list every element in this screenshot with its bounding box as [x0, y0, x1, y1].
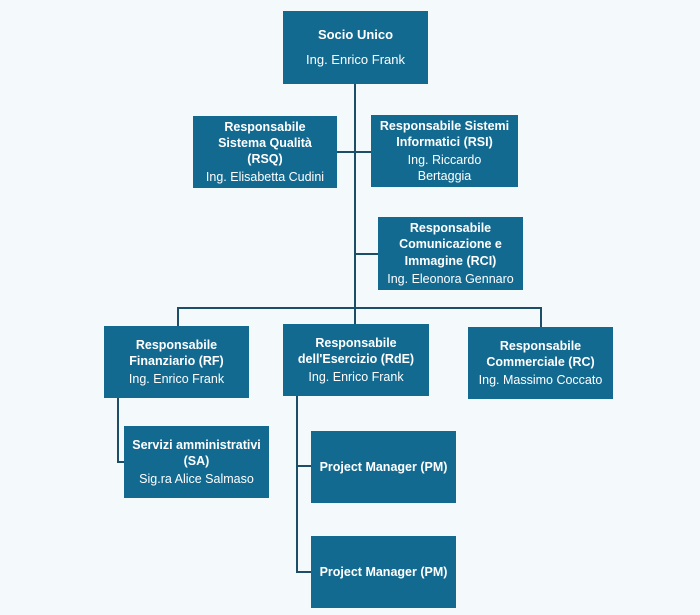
- rci-connector: [355, 253, 378, 255]
- level2-bus-line: [177, 307, 541, 309]
- box-name: Ing. Enrico Frank: [306, 51, 405, 67]
- rf-drop-line: [177, 307, 179, 326]
- sa-box: Servizi amministrativi (SA) Sig.ra Alice…: [124, 426, 269, 498]
- rf-sa-vertical-line: [117, 398, 119, 462]
- rde-pm-vertical-line: [296, 396, 298, 573]
- rf-box: Responsabile Finanziario (RF) Ing. Enric…: [104, 326, 249, 398]
- socio-unico-box: Socio Unico Ing. Enrico Frank: [283, 11, 428, 84]
- box-role: Socio Unico: [317, 26, 394, 42]
- rsq-rsi-connector: [337, 151, 371, 153]
- trunk-line: [354, 84, 356, 308]
- pm1-connector: [296, 465, 311, 467]
- rsi-box: Responsabile Sistemi Informatici (RSI) I…: [371, 115, 518, 187]
- pm1-box: Project Manager (PM): [311, 431, 456, 503]
- rsq-box: Responsabile Sistema Qualità (RSQ) Ing. …: [193, 116, 337, 188]
- box-name: Ing. Elisabetta Cudini: [205, 170, 325, 185]
- rde-drop-line: [354, 307, 356, 324]
- box-role: Servizi amministrativi (SA): [132, 437, 261, 468]
- rde-box: Responsabile dell'Esercizio (RdE) Ing. E…: [283, 324, 429, 396]
- box-name: Sig.ra Alice Salmaso: [139, 472, 254, 487]
- pm2-box: Project Manager (PM): [311, 536, 456, 608]
- box-name: Ing. Riccardo Bertaggia: [407, 153, 482, 184]
- box-role: Responsabile Sistemi Informatici (RSI): [379, 118, 510, 149]
- rci-box: Responsabile Comunicazione e Immagine (R…: [378, 217, 523, 290]
- pm2-connector: [296, 571, 311, 573]
- box-name: Ing. Eleonora Gennaro: [387, 271, 514, 286]
- box-role: Project Manager (PM): [319, 459, 448, 474]
- box-name: Ing. Enrico Frank: [128, 372, 225, 387]
- box-name: Ing. Massimo Coccato: [478, 373, 603, 388]
- box-role: Responsabile Comunicazione e Immagine (R…: [399, 221, 502, 268]
- rc-drop-line: [540, 307, 542, 327]
- box-role: Project Manager (PM): [319, 564, 448, 579]
- rf-sa-horizontal-line: [117, 461, 125, 463]
- box-role: Responsabile Sistema Qualità (RSQ): [218, 119, 312, 167]
- box-role: Responsabile dell'Esercizio (RdE): [297, 335, 415, 366]
- rc-box: Responsabile Commerciale (RC) Ing. Massi…: [468, 327, 613, 399]
- box-role: Responsabile Finanziario (RF): [129, 337, 224, 368]
- box-role: Responsabile Commerciale (RC): [486, 338, 595, 369]
- box-name: Ing. Enrico Frank: [308, 370, 404, 385]
